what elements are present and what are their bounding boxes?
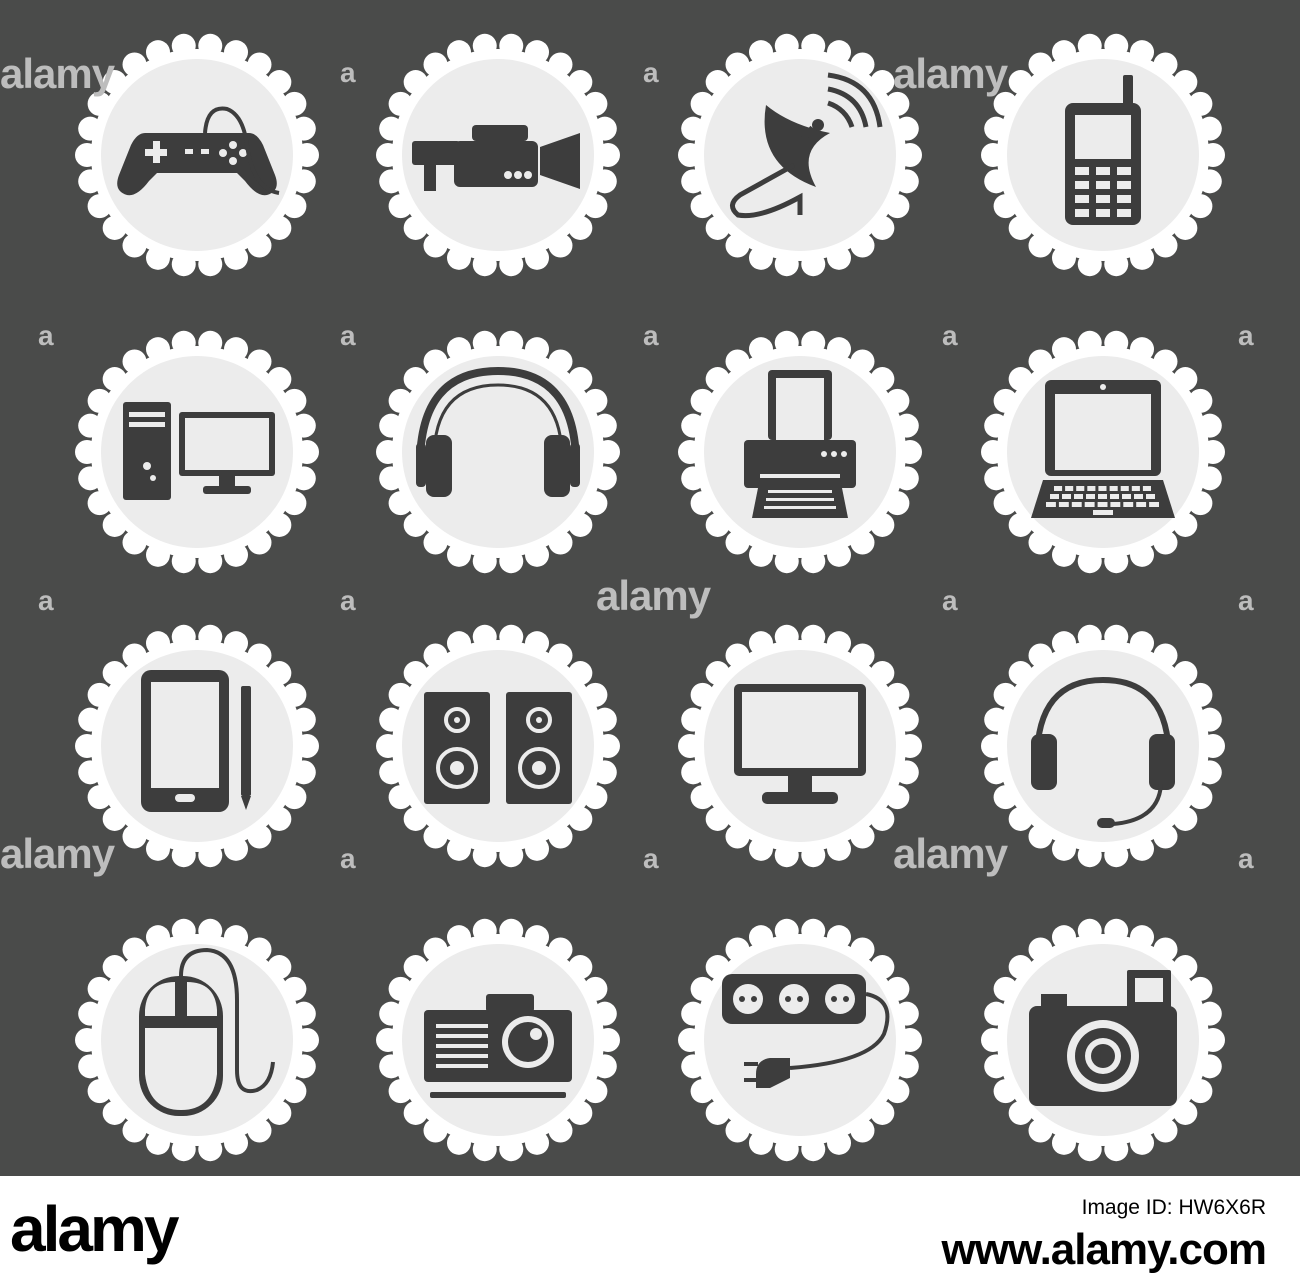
watermark-mark: a <box>340 585 356 616</box>
tablet-stylus-icon <box>141 670 251 812</box>
watermark-mark: a <box>643 57 659 88</box>
watermark-mark: a <box>942 320 958 351</box>
headphones-icon <box>416 366 580 497</box>
watermark-mark: a <box>643 320 659 351</box>
monitor-icon <box>734 684 866 804</box>
watermark-mark: a <box>643 843 659 874</box>
projector-icon <box>424 994 572 1098</box>
footer-image-id: Image ID: HW6X6R <box>1081 1196 1266 1219</box>
watermark-mark: a <box>340 843 356 874</box>
watermark-text: alamy <box>0 830 116 877</box>
icon-sheet-svg: alamy alamy alamy alamy alamy a a a a a … <box>0 0 1300 1176</box>
watermark-mark: a <box>1238 320 1254 351</box>
gamepad-icon <box>117 106 280 196</box>
printer-icon <box>744 370 856 518</box>
watermark-text: alamy <box>0 50 116 97</box>
stock-footer: alamy Image ID: HW6X6R www.alamy.com <box>0 1176 1300 1286</box>
video-camera-icon <box>412 125 580 191</box>
computer-mouse-icon <box>139 947 275 1116</box>
footer-info: Image ID: HW6X6R www.alamy.com <box>941 1192 1267 1276</box>
laptop-icon <box>1031 380 1175 518</box>
footer-url: www.alamy.com <box>941 1225 1267 1274</box>
mobile-phone-icon <box>1065 75 1141 225</box>
power-strip-icon <box>722 974 890 1088</box>
watermark-layer: alamy alamy alamy alamy alamy a a a a a … <box>0 50 1254 877</box>
watermark-mark: a <box>942 585 958 616</box>
watermark-text: alamy <box>893 830 1009 877</box>
satellite-dish-icon <box>730 72 883 219</box>
watermark-text: alamy <box>893 50 1009 97</box>
watermark-mark: a <box>1238 585 1254 616</box>
watermark-mark: a <box>1238 843 1254 874</box>
photo-camera-icon <box>1029 970 1177 1106</box>
icon-sheet: alamy alamy alamy alamy alamy a a a a a … <box>0 0 1300 1176</box>
footer-logo: alamy <box>10 1193 179 1265</box>
desktop-computer-icon <box>123 402 275 500</box>
watermark-mark: a <box>340 320 356 351</box>
watermark-text: alamy <box>596 572 712 619</box>
watermark-mark: a <box>340 57 356 88</box>
watermark-mark: a <box>38 585 54 616</box>
watermark-mark: a <box>38 320 54 351</box>
headset-icon <box>1031 676 1175 828</box>
speakers-icon <box>424 692 572 804</box>
